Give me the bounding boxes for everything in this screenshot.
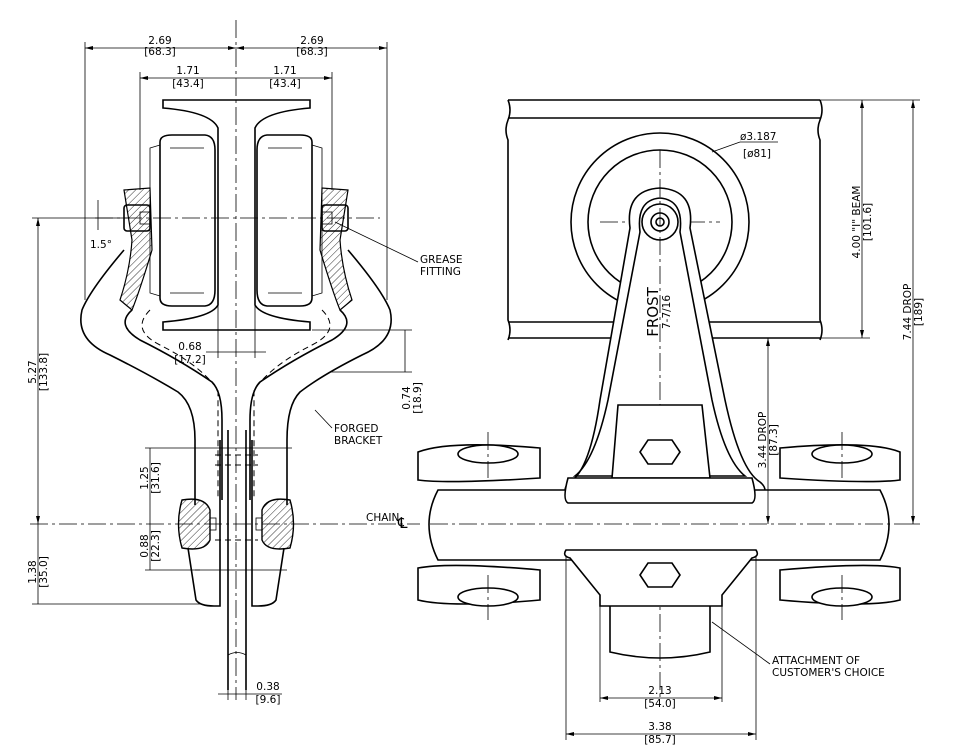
beam-left-break <box>505 99 511 341</box>
dim-total-drop: 7.44 DROP <box>902 284 914 341</box>
dim-left-half-mm: [68.3] <box>144 46 176 58</box>
right-lower-leg <box>251 440 285 607</box>
dim-right-inner: 1.71 <box>273 65 296 77</box>
side-view: FROST 7-7/16 ATTACHMENT OF CUSTOMER'S CH… <box>417 99 925 746</box>
beam-right-break <box>817 99 823 341</box>
grease-leader <box>334 221 419 263</box>
attach-label-1: ATTACHMENT OF <box>772 655 860 667</box>
dim-overall-height-mm: [133.8] <box>38 353 50 391</box>
dim-bottom-height: 1.38 <box>27 560 39 583</box>
dim-left-inner: 1.71 <box>176 65 199 77</box>
dim-beam-size: 4.00 "I" BEAM <box>851 186 863 259</box>
dim-bottom-height-mm: [35.0] <box>38 556 50 588</box>
dim-left-inner-mm: [43.4] <box>172 78 204 90</box>
right-hidden-line <box>253 309 331 500</box>
dim-pin-offset-mm: [22.3] <box>150 530 162 562</box>
dim-angle: 1.5° <box>90 239 112 251</box>
dim-right-half-mm: [68.3] <box>296 46 328 58</box>
bottom-bolt-hex <box>639 562 681 588</box>
bracket-foot <box>564 477 756 504</box>
dim-pin-height-mm: [31.6] <box>150 462 162 494</box>
chain-centerline-symbol: ℄ <box>397 514 408 532</box>
left-chain-pin <box>177 498 211 550</box>
dim-right-half: 2.69 <box>300 35 323 47</box>
left-bracket-inner <box>124 309 223 500</box>
left-grease-fitting <box>139 211 151 225</box>
left-hidden-line <box>141 309 219 500</box>
right-bracket-inner <box>249 309 348 500</box>
left-bracket-outer <box>80 249 196 505</box>
dim-wheel-dia: ø3.187 <box>740 131 776 143</box>
i-beam-section <box>162 99 311 331</box>
dim-wheel-dia-mm: [ø81] <box>743 148 771 160</box>
attach-label-2: CUSTOMER'S CHOICE <box>772 667 885 679</box>
grease-label-1: GREASE <box>420 254 463 266</box>
dim-overall-height: 5.27 <box>27 360 39 383</box>
right-grease-fitting <box>321 211 333 225</box>
side-bracket-inner <box>572 197 748 477</box>
right-bracket-outer <box>286 249 392 505</box>
dim-web-offset: 0.68 <box>178 341 201 353</box>
dim-pin-offset: 0.88 <box>139 534 151 557</box>
wheel-dia-leader <box>711 141 741 153</box>
dim-chain-drop: 3.44 DROP <box>757 412 769 469</box>
dim-total-drop-mm: [189] <box>913 298 925 326</box>
dim-thickness: 0.38 <box>256 681 279 693</box>
grease-label-2: FITTING <box>420 266 461 278</box>
model-label: 7-7/16 <box>661 295 673 329</box>
top-bolt-hex <box>639 439 681 465</box>
forged-leader <box>314 409 333 429</box>
attachment-body <box>609 606 711 659</box>
dim-chain-drop-mm: [87.3] <box>768 424 780 456</box>
end-view: 2.69 [68.3] 2.69 [68.3] 1.71 [43.4] 1.71… <box>27 20 463 706</box>
dim-thickness-mm: [9.6] <box>256 694 281 706</box>
forged-label-1: FORGED <box>334 423 378 435</box>
left-wheel <box>149 134 216 307</box>
dim-attach-width: 2.13 <box>648 685 671 697</box>
dim-right-inner-mm: [43.4] <box>269 78 301 90</box>
dim-flange-drop: 0.74 <box>401 386 413 410</box>
dim-beam-size-mm: [101.6] <box>862 203 874 241</box>
left-lower-leg <box>187 440 221 607</box>
attach-leader <box>711 621 771 665</box>
dim-attach-width-mm: [54.0] <box>644 698 676 710</box>
chain-center-link <box>428 489 890 561</box>
dim-left-half: 2.69 <box>148 35 171 47</box>
dim-pin-height: 1.25 <box>139 466 151 489</box>
right-wheel <box>256 134 323 307</box>
chain-label: CHAIN <box>366 512 399 524</box>
stem <box>227 430 247 690</box>
dim-flange-drop-mm: [18.9] <box>412 382 424 414</box>
brand-label: FROST <box>644 286 662 336</box>
dim-bracket-width-mm: [85.7] <box>644 734 676 746</box>
dim-bracket-width: 3.38 <box>648 721 671 733</box>
stem-break <box>227 652 247 656</box>
dim-web-offset-mm: [17.2] <box>174 354 206 366</box>
forged-label-2: BRACKET <box>334 435 383 447</box>
